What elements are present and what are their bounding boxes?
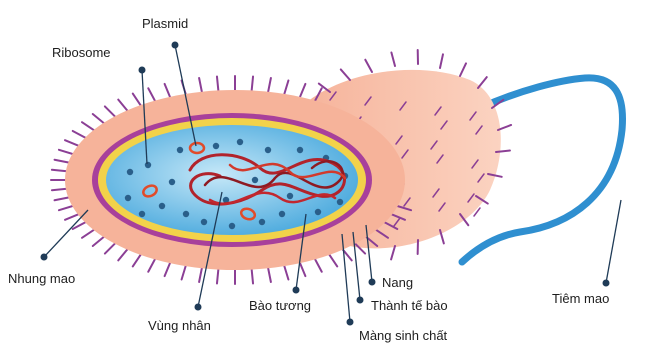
ribosome — [265, 147, 271, 153]
ribosome — [159, 203, 165, 209]
dot-pointer-icon — [369, 279, 376, 286]
label-thanh-te-bao: Thành tế bào — [371, 298, 448, 313]
label-bao-tuong: Bào tương — [249, 298, 311, 313]
ribosome — [177, 147, 183, 153]
ribosome — [287, 193, 293, 199]
ribosome — [279, 211, 285, 217]
ribosome — [125, 195, 131, 201]
ribosome — [337, 199, 343, 205]
dot-pointer-icon — [195, 304, 202, 311]
ribosome — [139, 211, 145, 217]
label-nang: Nang — [382, 275, 413, 290]
ribosome — [213, 143, 219, 149]
dot-pointer-icon — [347, 319, 354, 326]
ribosome — [252, 177, 258, 183]
ribosome — [229, 223, 235, 229]
dot-pointer-icon — [293, 287, 300, 294]
label-plasmid: Plasmid — [142, 16, 188, 31]
ribosome — [315, 209, 321, 215]
pilus — [478, 77, 487, 88]
ribosome — [145, 162, 151, 168]
label-vung-nhan: Vùng nhân — [148, 318, 211, 333]
ribosome — [183, 211, 189, 217]
dot-pointer-icon — [603, 280, 610, 287]
label-tiem-mao: Tiêm mao — [552, 291, 609, 306]
ribosome — [297, 147, 303, 153]
dot-pointer-icon — [139, 67, 146, 74]
dot-pointer-icon — [357, 297, 364, 304]
ribosome — [127, 169, 133, 175]
pilus — [391, 52, 395, 66]
label-mang-sinh-chat: Màng sinh chất — [359, 328, 448, 343]
ribosome — [201, 219, 207, 225]
ribosome — [169, 179, 175, 185]
ribosome — [237, 139, 243, 145]
dot-pointer-icon — [41, 254, 48, 261]
ribosome — [259, 219, 265, 225]
pilus — [391, 246, 395, 259]
leader-nhung-mao — [44, 210, 88, 257]
pilus — [341, 69, 350, 80]
label-ribosome: Ribosome — [52, 45, 111, 60]
label-nhung-mao: Nhung mao — [8, 271, 75, 286]
dot-pointer-icon — [172, 42, 179, 49]
pilus — [365, 60, 372, 72]
leader-tiem-mao — [606, 200, 621, 283]
pilus — [440, 54, 443, 68]
pilus — [460, 63, 466, 76]
